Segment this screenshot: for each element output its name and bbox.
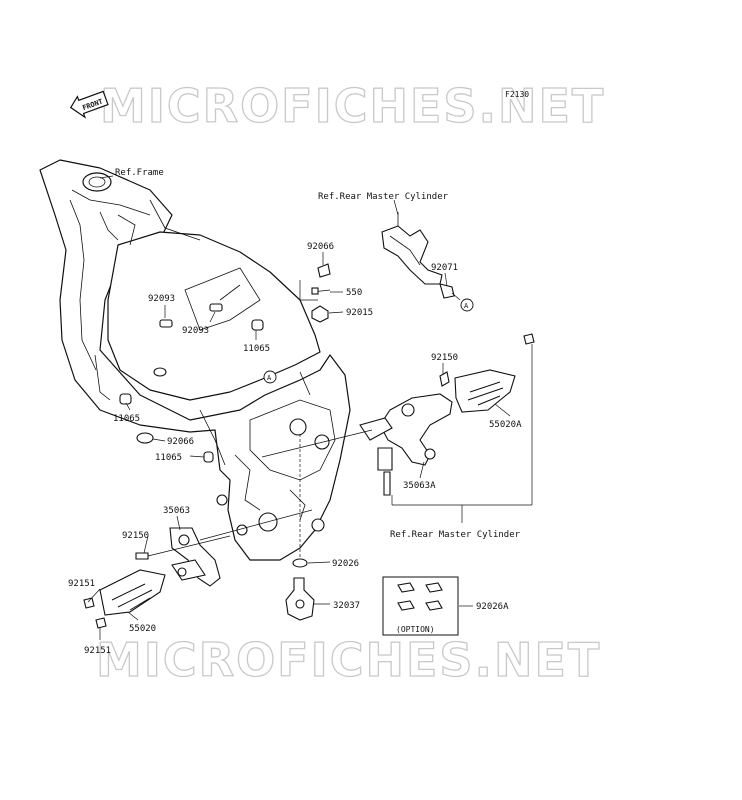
ref-rear-master-cylinder-bottom-label: Ref.Rear Master Cylinder [390,530,521,540]
part-92150-right: 92150 [431,353,458,363]
part-55020A: 55020A [489,420,522,430]
part-35063: 35063 [163,506,190,516]
part-32037: 32037 [333,601,360,611]
cap-11065-mid-shape [251,319,264,331]
part-11065-left: 11065 [113,414,140,424]
frame-outline [39,159,351,561]
figure-code: F2130 [505,90,529,99]
watermark-bottom: MICROFICHES.NET [96,633,601,687]
part-92015: 92015 [346,308,373,318]
plug-92093-left-shape [159,319,173,328]
part-92150-left: 92150 [122,531,149,541]
right-footrest-assembly-shape [359,333,535,496]
clip-92066-shape [317,263,331,278]
cap-11065-left-shape [119,393,132,405]
svg-text:A: A [464,302,469,310]
part-92066-left: 92066 [167,437,194,447]
part-92151-bottom: 92151 [84,646,111,656]
part-55020: 55020 [129,624,156,634]
part-92151-top: 92151 [68,579,95,589]
option-box: (OPTION) [382,576,459,636]
watermark-top: MICROFICHES.NET [100,79,605,133]
ref-rear-master-cylinder-top-label: Ref.Rear Master Cylinder [318,192,449,202]
front-arrow-badge: FRONT [69,90,109,119]
ref-frame-label: Ref.Frame [115,168,164,178]
heel-guard-55020-shape [83,569,166,629]
option-label: (OPTION) [396,625,435,634]
part-11065-low: 11065 [155,453,182,463]
bracket-32037-shape [285,577,315,621]
part-92026A: 92026A [476,602,509,612]
part-11065-mid: 11065 [243,344,270,354]
plug-92093-mid-shape [209,303,223,312]
part-92093-mid: 92093 [182,326,209,336]
left-footrest-bracket-shape [135,527,221,587]
callout-a-frame: A [263,370,277,384]
callout-a-top: A [460,298,474,312]
part-550: 550 [346,288,362,298]
part-92066-top: 92066 [307,242,334,252]
part-92093-left: 92093 [148,294,175,304]
cap-92071-shape [439,283,455,299]
rear-master-cylinder-top-shape [381,212,455,299]
nut-92015-shape [311,305,329,323]
washer-92026-shape [292,558,308,568]
part-92026: 92026 [332,559,359,569]
plug-frame-shape [153,367,167,377]
part-35063A: 35063A [403,481,436,491]
cap-11065-low-shape [203,451,214,463]
leader-lines [87,175,533,640]
svg-text:A: A [267,374,272,382]
cap-92066-left-shape [136,432,154,444]
part-92071: 92071 [431,263,458,273]
